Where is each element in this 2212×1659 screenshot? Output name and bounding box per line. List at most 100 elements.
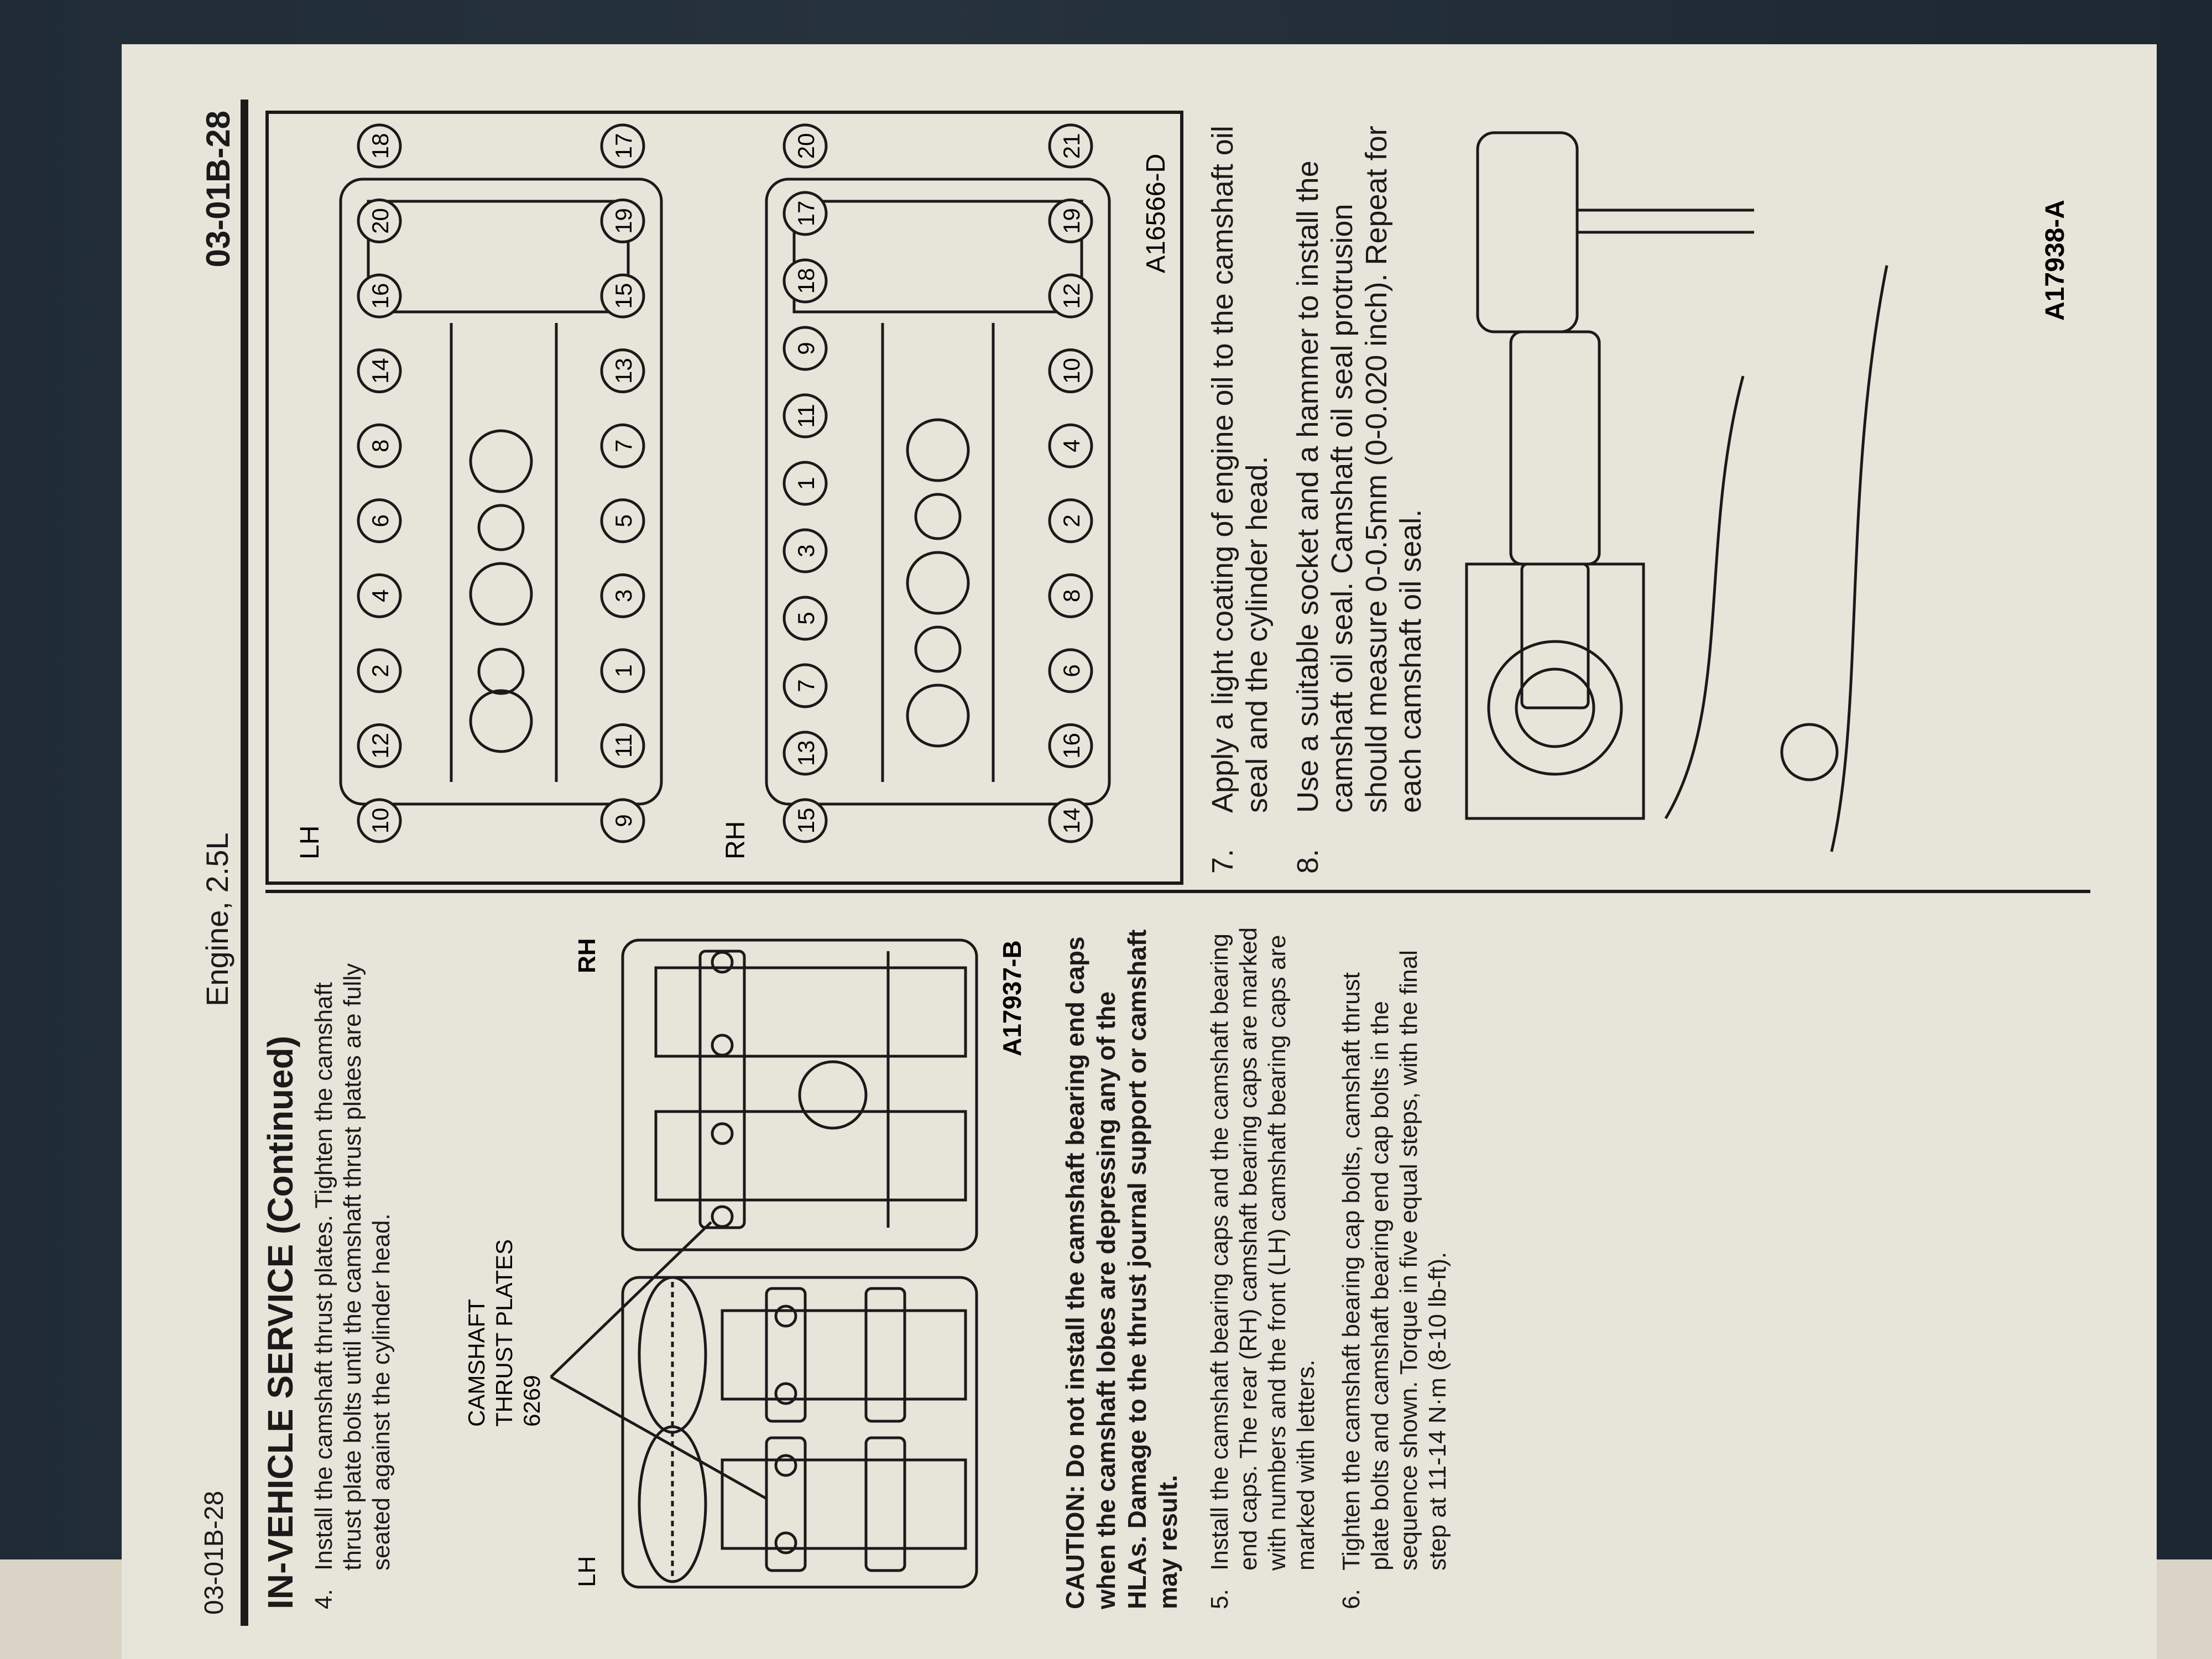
- manual-page: 03-01B-28 Engine, 2.5L 03-01B-28 IN-VEHI…: [122, 44, 2157, 1659]
- step-text: Use a suitable socket and a hammer to in…: [1291, 126, 1427, 813]
- sequence-circle: [782, 528, 828, 573]
- sequence-circle: [1048, 798, 1093, 843]
- seq-lh-label: LH: [295, 826, 325, 859]
- sequence-number-lh-top: 4: [357, 573, 402, 618]
- sequence-label: 3: [793, 544, 819, 557]
- sequence-number-rh-top: 5: [782, 596, 828, 641]
- sequence-circle: [1048, 348, 1093, 394]
- sequence-number-lh-top: 12: [357, 723, 402, 768]
- step-7: 7. Apply a light coating of engine oil t…: [1206, 122, 1274, 874]
- callout-line-1: CAMSHAFT: [463, 1299, 489, 1427]
- right-column-steps: 7. Apply a light coating of engine oil t…: [1206, 122, 2080, 874]
- lh-camshaft-2: [721, 1309, 967, 1401]
- sequence-number-rh-bottom: 6: [1048, 648, 1093, 693]
- figure-thrust-id: A17937-B: [998, 940, 1026, 1056]
- sequence-number-rh-top: 13: [782, 731, 828, 776]
- left-column: 4. Install the camshaft thrust plates. T…: [310, 918, 2046, 1609]
- header-page-number-left: 03-01B-28: [200, 1490, 229, 1615]
- sequence-label: 4: [367, 589, 393, 602]
- sequence-label: 2: [1058, 514, 1084, 527]
- sequence-number-rh-top: 3: [782, 528, 828, 573]
- sequence-circle: [357, 348, 402, 394]
- sequence-number-lh-bottom: 11: [600, 723, 645, 768]
- sequence-label: 7: [611, 440, 637, 452]
- step-5: 5. Install the camshaft bearing caps and…: [1206, 918, 1321, 1609]
- header-page-number-right: 03-01B-28: [200, 111, 237, 268]
- sequence-circle: [357, 648, 402, 693]
- step-number: 8.: [1291, 848, 1324, 874]
- sequence-label: 2: [367, 664, 393, 677]
- sequence-number-rh-bottom: 10: [1048, 348, 1093, 394]
- sequence-label: 16: [367, 283, 393, 309]
- sequence-label: 11: [611, 734, 637, 758]
- thrust-plates-drawing: LH RH CAMSHAFT THRUST PLATES 6269 A17937…: [463, 938, 1026, 1589]
- sequence-circle: [1048, 273, 1093, 319]
- sequence-circle: [600, 423, 645, 468]
- sequence-number-rh-top: 11: [782, 393, 828, 439]
- sequence-number-rh-bottom: 4: [1048, 423, 1093, 468]
- sequence-number-rh-top: 20: [782, 123, 828, 169]
- sequence-circle: [600, 573, 645, 618]
- sequence-label: 8: [367, 440, 393, 452]
- sequence-number-lh-top: 20: [357, 199, 402, 244]
- sequence-number-rh-top: 17: [782, 191, 828, 236]
- sequence-label: 18: [793, 268, 819, 294]
- sequence-number-rh-top: 1: [782, 461, 828, 506]
- sequence-circle: [782, 326, 828, 371]
- sequence-number-lh-bottom: 19: [600, 199, 645, 244]
- sequence-number-rh-top: 7: [782, 663, 828, 708]
- sequence-circle: [782, 798, 828, 843]
- sequence-circle: [357, 723, 402, 768]
- sequence-number-lh-bottom: 15: [600, 273, 645, 319]
- sequence-label: 19: [1058, 208, 1084, 234]
- step-number: 7.: [1206, 848, 1239, 874]
- sequence-label: 18: [367, 133, 393, 159]
- seq-rh-label: RH: [721, 821, 750, 859]
- sequence-label: 10: [367, 808, 393, 834]
- sequence-circle: [1048, 498, 1093, 544]
- sequence-number-rh-bottom: 8: [1048, 573, 1093, 618]
- sequence-label: 14: [1058, 808, 1084, 834]
- header-title: Engine, 2.5L: [200, 832, 234, 1006]
- sequence-label: 7: [793, 679, 819, 692]
- caution-note: CAUTION: Do not install the camshaft bea…: [1061, 929, 1182, 1609]
- sequence-number-lh-top: 8: [357, 423, 402, 468]
- sequence-circle: [357, 498, 402, 544]
- step-number: 5.: [1206, 1589, 1233, 1609]
- sequence-label: 13: [793, 740, 819, 766]
- sequence-label: 8: [1058, 589, 1084, 602]
- sequence-label: 1: [611, 664, 637, 677]
- sequence-circle: [600, 798, 645, 843]
- sequence-circle: [600, 348, 645, 394]
- header-rule: [241, 100, 248, 1626]
- step-text: Install the camshaft thrust plates. Tigh…: [310, 963, 395, 1571]
- sequence-drawing: 1012246814162018911135713151917151375311…: [295, 123, 1171, 859]
- sequence-label: 10: [1058, 358, 1084, 384]
- socket: [1509, 330, 1601, 566]
- sequence-number-rh-top: 9: [782, 326, 828, 371]
- sequence-circle: [357, 123, 402, 169]
- sequence-number-rh-bottom: 19: [1048, 199, 1093, 244]
- step-8: 8. Use a suitable socket and a hammer to…: [1291, 122, 1428, 874]
- sequence-circle: [782, 258, 828, 304]
- seq-lh-head: [339, 178, 663, 806]
- step-text: Install the camshaft bearing caps and th…: [1206, 927, 1319, 1571]
- sequence-circle: [1048, 123, 1093, 169]
- sequence-circle: [782, 461, 828, 506]
- sequence-number-lh-top: 2: [357, 648, 402, 693]
- sequence-circle: [357, 573, 402, 618]
- sequence-label: 1: [793, 477, 819, 489]
- sequence-label: 19: [611, 208, 637, 234]
- sequence-number-rh-top: 18: [782, 258, 828, 304]
- sequence-label: 3: [611, 589, 637, 602]
- sequence-label: 15: [793, 808, 819, 834]
- step-4: 4. Install the camshaft thrust plates. T…: [310, 918, 396, 1609]
- sequence-number-lh-bottom: 7: [600, 423, 645, 468]
- cylinder-head: [1465, 562, 1645, 820]
- sequence-label: 13: [611, 358, 637, 384]
- figure-sequence-id: A16566-D: [1141, 154, 1171, 273]
- thrust-rh-label: RH: [573, 938, 601, 973]
- sequence-number-lh-top: 14: [357, 348, 402, 394]
